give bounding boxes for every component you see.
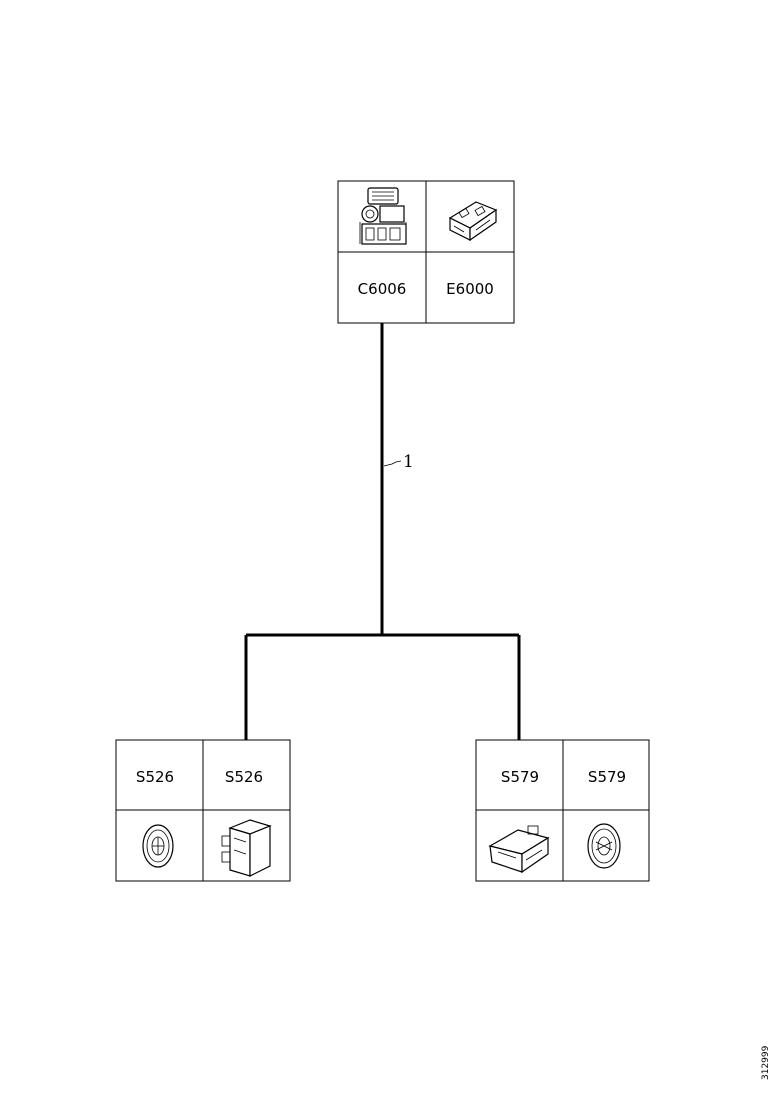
rotary-switch-icon (142, 824, 174, 868)
component-code-label: E6000 (446, 280, 494, 298)
actuator-assembly-icon (359, 187, 407, 245)
switch-housing-icon (221, 819, 272, 877)
top-module[interactable]: C6006 E6000 (337, 180, 515, 324)
document-id: 312999 (761, 1045, 771, 1080)
right-module[interactable]: S579 S579 (475, 739, 650, 882)
component-code-label: S579 (588, 768, 626, 786)
component-code-label: S526 (136, 768, 174, 786)
wire-label-leader (383, 460, 402, 467)
wire-label: 1 (403, 452, 414, 472)
wire-harness: 1 (244, 323, 521, 740)
component-code-label: S579 (501, 768, 539, 786)
component-code-label: S526 (225, 768, 263, 786)
switch-housing-icon (488, 825, 550, 874)
rotary-switch-icon (587, 823, 621, 869)
component-code-label: C6006 (358, 280, 407, 298)
left-module[interactable]: S526 S526 (115, 739, 291, 882)
control-module-icon (448, 201, 498, 242)
